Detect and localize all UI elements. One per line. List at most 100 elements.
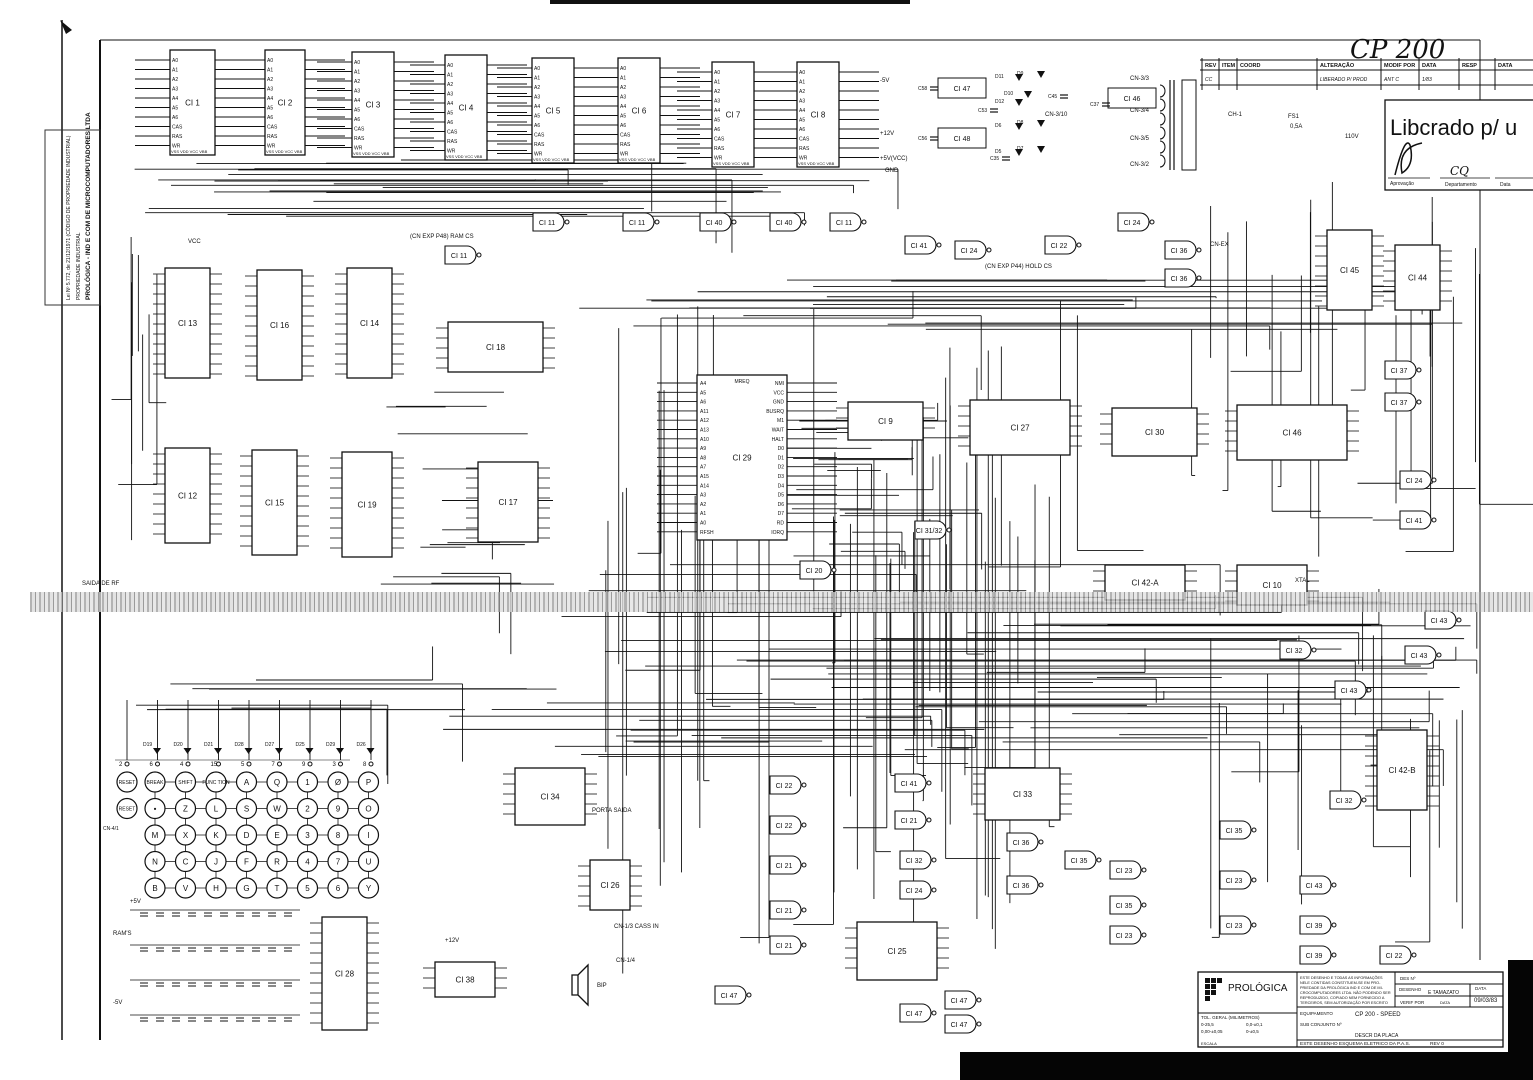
power-label: CN-3/10	[1045, 112, 1068, 118]
ic-ci30: CI 30	[1100, 407, 1209, 457]
ic-body	[251, 449, 298, 556]
gate-label: CI 32	[1336, 798, 1353, 805]
key-label: SHIFT	[178, 780, 192, 786]
ic-label: CI 34	[540, 793, 560, 802]
key-label: 9	[336, 805, 341, 814]
ic-body	[169, 49, 216, 156]
ic-label: CI 3	[366, 101, 381, 110]
gate-label: CI 22	[1386, 953, 1403, 960]
logic-gate: CI 24	[1399, 470, 1437, 490]
ic-body	[531, 57, 575, 164]
ic-label: CI 2	[278, 99, 293, 108]
annotation-label: (CN EXP P44) HOLD CS	[985, 264, 1052, 270]
logic-gate: CI 23	[1219, 915, 1257, 935]
key-circle	[144, 824, 166, 846]
nand-gate-symbol	[1219, 870, 1252, 890]
pin-label: A15	[700, 474, 709, 480]
revision-header: MODIF POR	[1384, 63, 1415, 69]
diode-label: D9	[1017, 71, 1024, 77]
pin-label: A1	[447, 73, 453, 79]
key-label: U	[366, 858, 372, 867]
inverter-bubble	[1456, 617, 1462, 623]
tolerance-label: TOL. GERAL (MILIMETROS)	[1201, 1015, 1260, 1020]
nand-gate-symbol	[1109, 860, 1142, 880]
nand-gate-symbol	[1399, 470, 1432, 490]
date-label: DATA	[1440, 1000, 1450, 1005]
inverter-bubble	[1436, 652, 1442, 658]
key-circle	[144, 850, 166, 873]
nand-gate-symbol	[1219, 820, 1252, 840]
logo-square	[1205, 996, 1210, 1001]
board-description: DESCR DA PLACA	[1355, 1033, 1399, 1039]
logo-square	[1211, 990, 1216, 995]
transformer-coil	[1159, 84, 1166, 98]
diode-label: D12	[995, 99, 1004, 105]
capacitor-label: C56	[918, 136, 927, 142]
capacitor-label: C45	[1048, 94, 1057, 100]
diode-symbol	[336, 748, 344, 754]
ic-label: CI 7	[726, 111, 741, 120]
corner-mark	[60, 20, 72, 34]
gate-label: CI 43	[1411, 653, 1428, 660]
inverter-bubble	[801, 942, 807, 948]
key-w: W	[266, 797, 288, 820]
ic-body	[856, 921, 938, 981]
ic-body	[164, 447, 211, 544]
gate-label: CI 36	[1013, 840, 1030, 847]
annotation-label: CN-EX	[1210, 242, 1229, 248]
key-label: K	[213, 831, 219, 840]
scan-border	[550, 0, 910, 4]
power-label: CN-3/3	[1130, 76, 1150, 82]
buzzer-icon	[571, 963, 589, 1007]
key-circle	[144, 877, 166, 899]
ic-ci15: CI 15	[240, 449, 309, 556]
pin-label: D0	[778, 446, 785, 452]
pin-label: CAS	[172, 125, 183, 131]
power-label: CH-1	[1228, 112, 1243, 118]
key-label: P	[366, 778, 371, 787]
ic-ci17: CI 17	[466, 461, 550, 543]
logo-square	[1205, 984, 1210, 989]
diode-label: D6	[995, 123, 1002, 129]
gate-label: CI 31/32	[916, 528, 943, 535]
pin-label: A7	[700, 465, 706, 471]
inverter-bubble	[1431, 517, 1437, 523]
transformer-coil	[1159, 112, 1166, 126]
logic-gate: CI 37	[1384, 360, 1422, 380]
key-label: 2	[305, 805, 310, 814]
inverter-bubble	[731, 219, 737, 225]
tolerance-value: 0,00-±0,05	[1201, 1029, 1223, 1034]
logic-gate: CI 47	[899, 1003, 937, 1023]
gate-label: CI 47	[951, 998, 968, 1005]
inverter-bubble	[801, 862, 807, 868]
notice-line: PRIEDADE DA PROLÓGICA IND E COM DE MI-	[1300, 985, 1384, 990]
nand-gate-symbol	[1299, 945, 1332, 965]
pin-label: A0	[799, 70, 805, 76]
pin-label: WR	[714, 156, 723, 162]
pin-label: A4	[267, 96, 273, 102]
logic-gate: CI 23	[1109, 925, 1147, 945]
key-j: J	[205, 850, 227, 873]
key-circle	[205, 850, 227, 873]
ic-label: CI 6	[632, 107, 647, 116]
ic-body	[346, 267, 393, 379]
diode-label: D27	[265, 742, 274, 748]
prologica-logo	[1205, 978, 1222, 1001]
nand-gate-symbol	[769, 855, 802, 875]
ic-ci12: CI 12	[153, 447, 222, 544]
key-label: Ø	[335, 778, 341, 787]
key-s: S	[235, 797, 258, 820]
inverter-bubble	[564, 219, 570, 225]
stamp-field: Departamento	[1445, 182, 1477, 188]
regulator	[937, 127, 987, 149]
inverter-bubble	[1411, 952, 1417, 958]
logic-gate: CI 11	[532, 212, 570, 232]
pin-label: VSS VDD VCC VBB	[446, 154, 483, 159]
ic-label: CI 16	[270, 321, 290, 330]
key-circle	[327, 771, 349, 793]
signature	[1394, 142, 1423, 176]
key-p: P	[357, 771, 380, 793]
revision-cell: 1/83	[1422, 77, 1432, 83]
